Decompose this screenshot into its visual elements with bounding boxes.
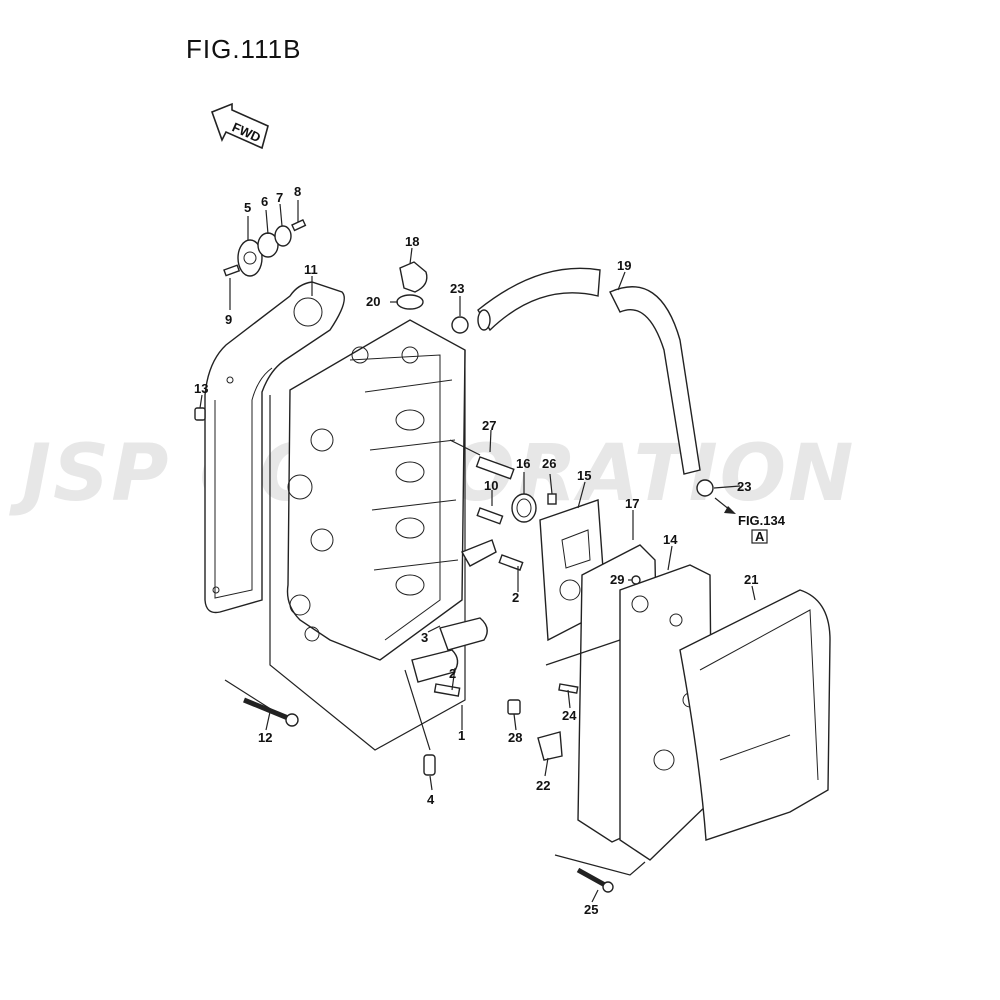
long-bolt bbox=[576, 867, 614, 893]
ref-label: FIG.134 bbox=[738, 513, 786, 528]
pin bbox=[194, 407, 206, 421]
dowel-pin bbox=[423, 754, 436, 776]
head-cover bbox=[577, 544, 713, 861]
callout-4: 4 bbox=[427, 792, 435, 807]
callout-6: 6 bbox=[261, 194, 268, 209]
bracket bbox=[537, 731, 563, 761]
callout-13: 13 bbox=[194, 381, 208, 396]
cover-assembly-bracket bbox=[554, 854, 646, 876]
screw bbox=[547, 493, 557, 505]
fwd-arrow-icon: FWD bbox=[210, 102, 269, 150]
bolt bbox=[476, 507, 504, 525]
long-bolt bbox=[243, 697, 299, 727]
callout-29: 29 bbox=[610, 572, 624, 587]
thermostat-cover bbox=[223, 218, 307, 277]
callout-23a: 23 bbox=[450, 281, 464, 296]
seal-ring bbox=[511, 493, 537, 523]
callout-12: 12 bbox=[258, 730, 272, 745]
plug bbox=[631, 575, 641, 585]
callout-7: 7 bbox=[276, 190, 283, 205]
callout-14: 14 bbox=[663, 532, 678, 547]
breather-hose bbox=[477, 267, 701, 475]
hose-clamp bbox=[696, 479, 714, 497]
head-assembly-bracket bbox=[269, 350, 466, 751]
temperature-sensor bbox=[449, 439, 515, 480]
callout-28: 28 bbox=[508, 730, 522, 745]
leader-lines bbox=[199, 200, 756, 903]
figure-title: FIG.111B bbox=[186, 34, 302, 64]
callout-2b: 2 bbox=[449, 666, 456, 681]
callout-23b: 23 bbox=[737, 479, 751, 494]
callout-10: 10 bbox=[484, 478, 498, 493]
callout-3: 3 bbox=[421, 630, 428, 645]
callout-18: 18 bbox=[405, 234, 419, 249]
callout-5: 5 bbox=[244, 200, 251, 215]
nut bbox=[507, 699, 521, 715]
camshaft-cap bbox=[411, 539, 497, 683]
callout-24: 24 bbox=[562, 708, 577, 723]
callout-1: 1 bbox=[458, 728, 465, 743]
callout-20: 20 bbox=[366, 294, 380, 309]
callout-27: 27 bbox=[482, 418, 496, 433]
callout-2a: 2 bbox=[512, 590, 519, 605]
ref-box-label: A bbox=[755, 529, 765, 544]
figure-reference: FIG.134 A bbox=[738, 513, 786, 544]
callout-19: 19 bbox=[617, 258, 631, 273]
head-gasket bbox=[204, 281, 345, 614]
bolt bbox=[433, 554, 524, 697]
callout-9: 9 bbox=[225, 312, 232, 327]
callout-22: 22 bbox=[536, 778, 550, 793]
callout-16: 16 bbox=[516, 456, 530, 471]
callout-26: 26 bbox=[542, 456, 556, 471]
hose-clamp bbox=[451, 316, 469, 334]
callout-8: 8 bbox=[294, 184, 301, 199]
outer-cover bbox=[679, 589, 831, 841]
callout-11: 11 bbox=[304, 262, 318, 277]
callout-21: 21 bbox=[744, 572, 758, 587]
cylinder-head bbox=[286, 319, 466, 661]
oil-filler-cap bbox=[396, 261, 428, 310]
callout-labels: 5 6 7 8 9 11 18 20 23 19 13 27 10 16 26 … bbox=[194, 184, 758, 917]
callout-25: 25 bbox=[584, 902, 598, 917]
callout-17: 17 bbox=[625, 496, 639, 511]
callout-15: 15 bbox=[577, 468, 591, 483]
